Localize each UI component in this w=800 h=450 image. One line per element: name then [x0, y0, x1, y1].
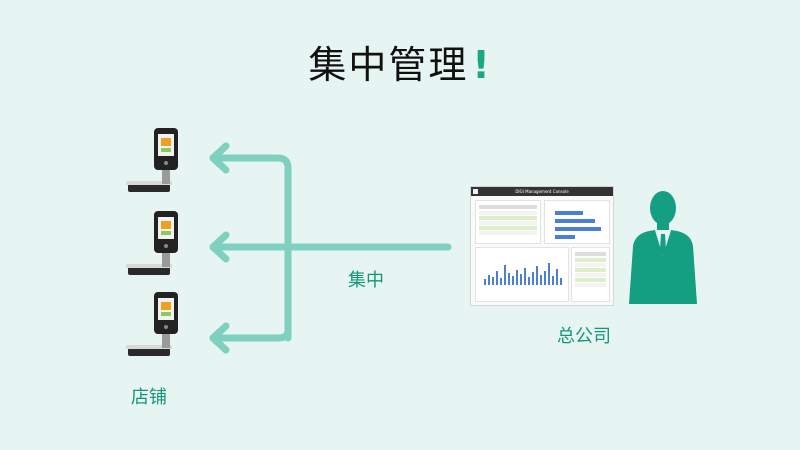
headquarters-label: 总公司 — [557, 326, 611, 347]
scale-device-2 — [126, 211, 178, 275]
exclamation-mark: ! — [472, 43, 492, 87]
console-summary-panel — [571, 247, 610, 302]
arrow-vertical — [209, 154, 292, 342]
management-console-screenshot: DIGI Management Console — [470, 186, 614, 306]
scale-device-1 — [126, 128, 178, 192]
businessman-icon — [629, 191, 697, 304]
console-table-panel — [475, 200, 541, 244]
arrowhead-bottom — [209, 322, 230, 354]
menu-icon — [473, 189, 478, 194]
console-title: DIGI Management Console — [515, 189, 569, 194]
arrow-bottom — [209, 326, 292, 342]
arrowhead-top — [209, 142, 230, 174]
console-title-bar: DIGI Management Console — [471, 187, 613, 196]
page-title: 集中管理! — [308, 43, 492, 87]
console-column-chart-panel — [475, 247, 569, 302]
centralize-label: 集中 — [348, 270, 384, 291]
scale-device-3 — [126, 292, 178, 356]
console-bar-panel — [544, 200, 610, 244]
stores-label: 店铺 — [131, 387, 167, 408]
arrowhead-middle — [209, 231, 230, 263]
